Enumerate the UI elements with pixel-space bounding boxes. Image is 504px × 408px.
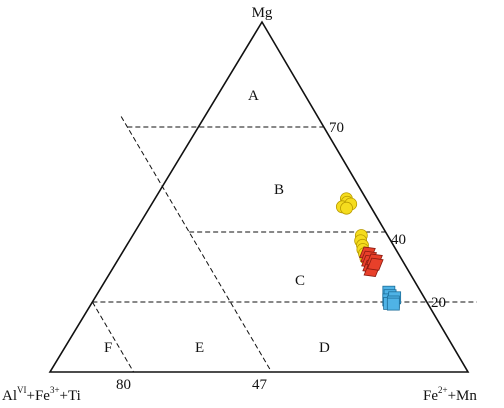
apex-label-mg: Mg bbox=[252, 5, 273, 21]
mg-tick-40: 40 bbox=[391, 232, 406, 248]
triangle-outline bbox=[48, 20, 470, 373]
field-label-e: E bbox=[195, 340, 204, 356]
square-point-2-6 bbox=[386, 297, 400, 311]
apex-label-al-fe3-ti: AlVI+Fe3++Ti bbox=[2, 385, 81, 404]
al-tick-80: 80 bbox=[116, 377, 131, 393]
field-label-f: F bbox=[104, 340, 112, 356]
labels: Mg AlVI+Fe3++Ti Fe2++Mn A B C D E F 70 4… bbox=[2, 5, 477, 404]
al-boundary-47 bbox=[120, 116, 272, 373]
mg-tick-20: 20 bbox=[431, 295, 446, 311]
al-boundary-80 bbox=[91, 301, 135, 373]
field-label-b: B bbox=[274, 182, 284, 198]
apex-label-fe2-mn: Fe2++Mn bbox=[423, 385, 477, 404]
field-label-c: C bbox=[295, 273, 305, 289]
triangle-frame bbox=[48, 20, 470, 373]
al-tick-47: 47 bbox=[252, 377, 268, 393]
field-label-a: A bbox=[248, 88, 259, 104]
diamond-point-1-6 bbox=[366, 257, 384, 271]
circle-point-0-4 bbox=[340, 201, 353, 215]
mg-tick-70: 70 bbox=[329, 120, 344, 136]
data-points bbox=[335, 192, 402, 311]
field-boundaries bbox=[91, 116, 477, 373]
field-label-d: D bbox=[319, 340, 330, 356]
